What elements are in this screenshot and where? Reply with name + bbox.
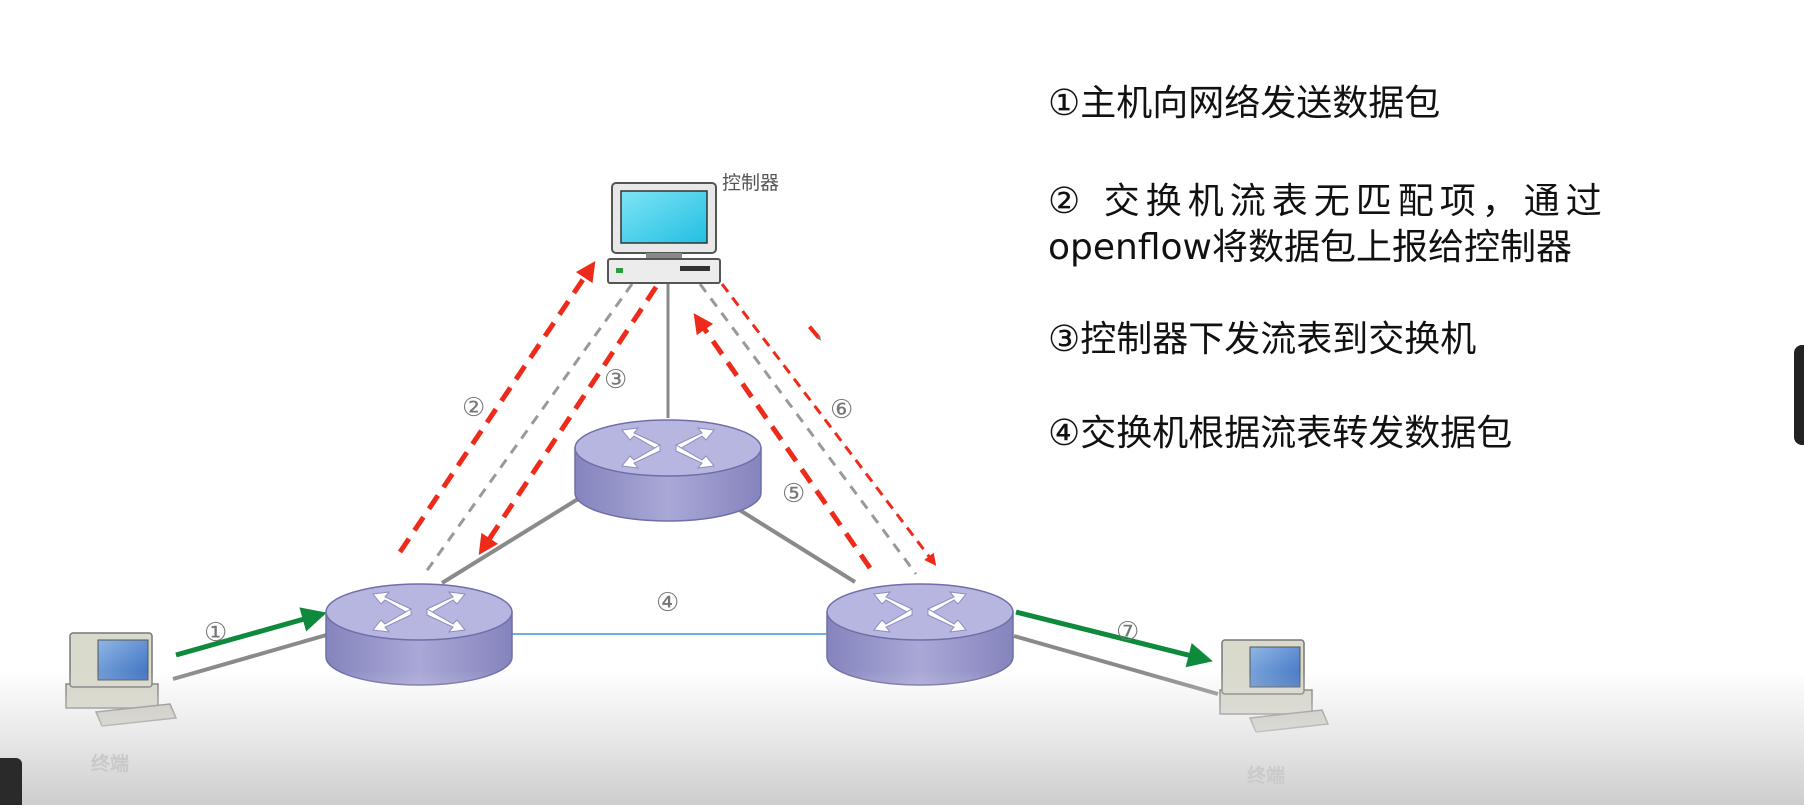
- control-link-left: [421, 283, 634, 577]
- controller-case: [607, 258, 721, 284]
- controller-monitor-screen: [620, 190, 708, 244]
- controller-computer[interactable]: 控制器: [607, 172, 779, 284]
- router-left[interactable]: [325, 583, 513, 686]
- marker-2: ②: [462, 393, 485, 423]
- step-markers: ① ② ③ ④ ⑤ ⑥ ⑦: [204, 365, 1139, 648]
- video-bottom-fade: [0, 670, 1804, 805]
- controller-monitor-stand: [646, 253, 682, 259]
- controller-label: 控制器: [722, 172, 779, 194]
- router-arrows-icon: [873, 591, 967, 633]
- mouse-cursor-icon: [808, 325, 822, 341]
- arrow-2-up: [397, 261, 596, 554]
- step-2-text-line2: openflow将数据包上报给控制器: [1048, 227, 1572, 268]
- control-links: [421, 283, 918, 577]
- controller-power-light: [616, 268, 623, 273]
- router-right[interactable]: [826, 583, 1014, 686]
- arrow-3-down: [478, 285, 659, 556]
- step-3-text: ③控制器下发流表到交换机: [1048, 319, 1477, 360]
- green-arrows: [175, 607, 1213, 668]
- arrow-1-host-to-switch: [175, 607, 327, 658]
- marker-4: ④: [656, 588, 679, 618]
- router-top[interactable]: [574, 419, 762, 522]
- red-arrows: [397, 261, 937, 570]
- link-top-right-switch: [736, 507, 857, 584]
- step-1-text: ①主机向网络发送数据包: [1048, 83, 1441, 124]
- control-link-right: [698, 283, 918, 575]
- link-top-left-switch: [440, 497, 580, 585]
- marker-5: ⑤: [782, 479, 805, 509]
- marker-7: ⑦: [1116, 617, 1139, 647]
- marker-6: ⑥: [830, 395, 853, 425]
- controller-drive-slot: [680, 266, 710, 271]
- arrow-6-down: [720, 283, 937, 566]
- step-2-text-line1: ② 交换机流表无匹配项，通过: [1048, 181, 1608, 222]
- marker-1: ①: [204, 618, 227, 648]
- step-4-text: ④交换机根据流表转发数据包: [1048, 413, 1513, 454]
- player-left-tab[interactable]: [0, 758, 22, 805]
- player-right-handle[interactable]: [1794, 345, 1804, 445]
- router-arrows-icon: [621, 427, 715, 469]
- arrow-7-switch-to-host: [1015, 609, 1213, 668]
- marker-3: ③: [604, 365, 627, 395]
- router-arrows-icon: [372, 591, 466, 633]
